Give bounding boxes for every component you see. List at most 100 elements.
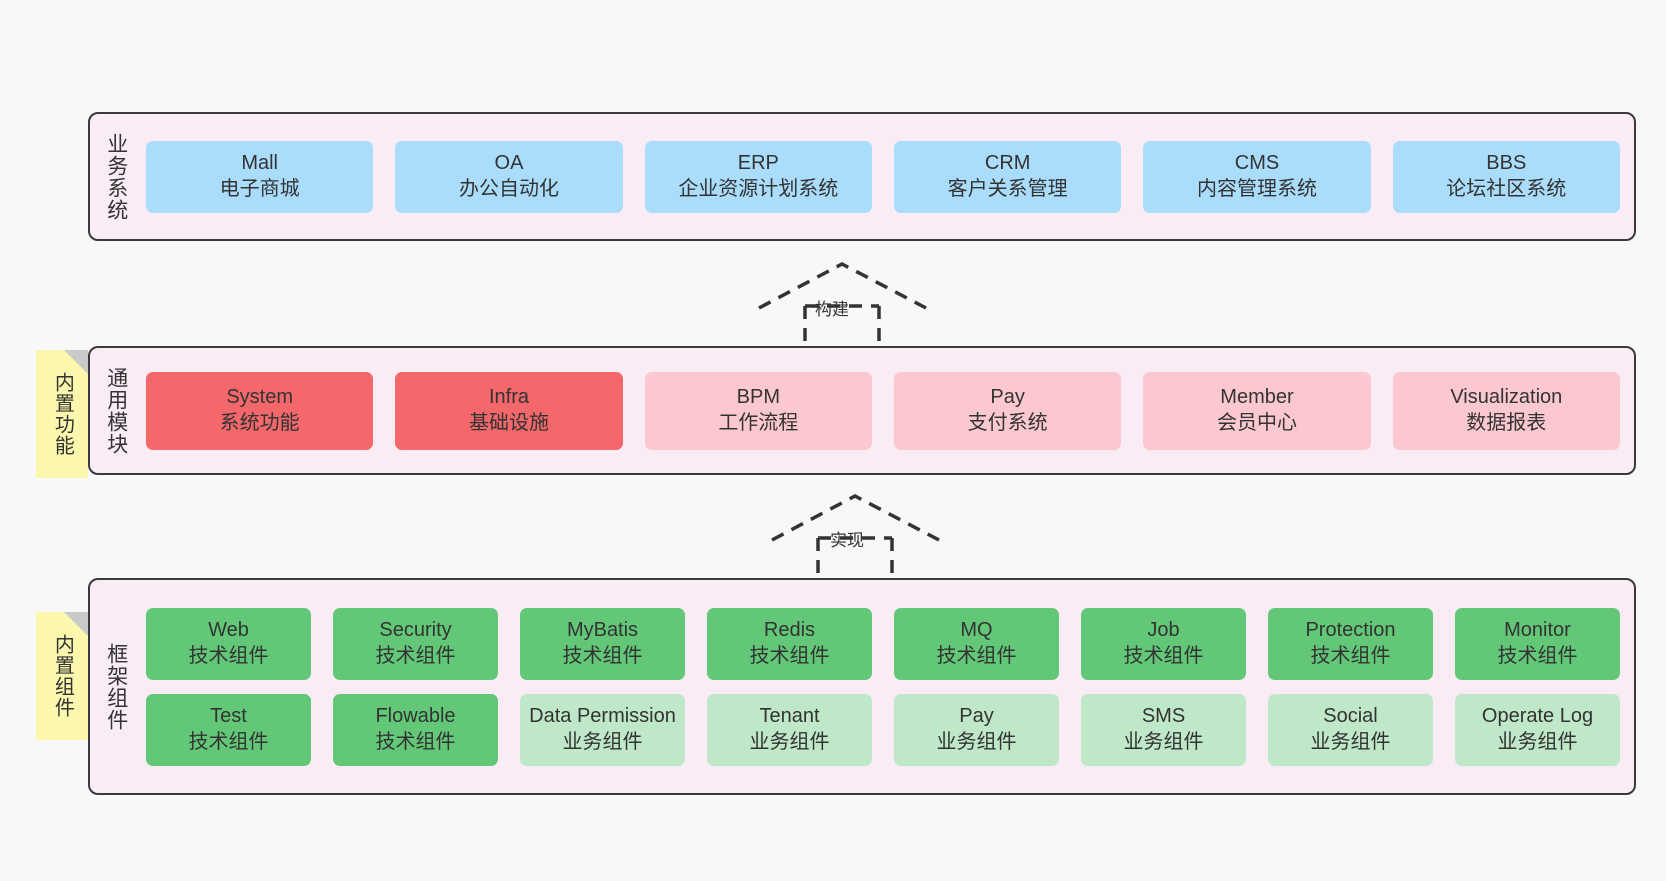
arrow-head-triangle-build (758, 262, 927, 310)
card-subtitle: 基础设施 (468, 411, 549, 434)
card-title: ERP (737, 151, 779, 174)
card-subtitle: 技术组件 (936, 644, 1017, 667)
card-bbs[interactable]: BBS 论坛社区系统 (1392, 140, 1620, 213)
card-web[interactable]: Web 技术组件 (146, 607, 311, 680)
card-subtitle: 技术组件 (1497, 644, 1578, 667)
card-bpm[interactable]: BPM 工作流程 (644, 371, 872, 450)
card-title: Job (1147, 618, 1180, 641)
card-title: BBS (1486, 151, 1527, 174)
card-title: Flowable (375, 704, 456, 727)
card-operate-log[interactable]: Operate Log 业务组件 (1455, 693, 1620, 766)
card-title: Protection (1305, 618, 1396, 641)
card-subtitle: 会员中心 (1216, 411, 1297, 434)
page-fold-icon (64, 612, 88, 636)
card-subtitle: 技术组件 (749, 644, 830, 667)
card-subtitle: 电子商城 (219, 177, 300, 200)
card-subtitle: 技术组件 (1310, 644, 1391, 667)
note-builtin-components: 内置组件 (36, 612, 88, 740)
card-visualization[interactable]: Visualization 数据报表 (1392, 371, 1620, 450)
card-subtitle: 业务组件 (1123, 730, 1204, 753)
card-title: Test (210, 704, 247, 727)
card-sms[interactable]: SMS 业务组件 (1081, 693, 1246, 766)
card-subtitle: 业务组件 (1497, 730, 1578, 753)
card-subtitle: 技术组件 (188, 730, 269, 753)
card-member[interactable]: Member 会员中心 (1143, 371, 1371, 450)
card-pay[interactable]: Pay 业务组件 (894, 693, 1059, 766)
card-title: MyBatis (566, 618, 639, 641)
card-subtitle: 业务组件 (936, 730, 1017, 753)
card-title: Operate Log (1481, 704, 1594, 727)
connector-implement: 实现 (768, 490, 943, 580)
card-erp[interactable]: ERP 企业资源计划系统 (644, 140, 872, 213)
card-monitor[interactable]: Monitor 技术组件 (1455, 607, 1620, 680)
card-subtitle: 业务组件 (749, 730, 830, 753)
card-title: MQ (960, 618, 993, 641)
note-builtin-components-label: 内置组件 (51, 634, 74, 718)
card-subtitle: 系统功能 (219, 411, 300, 434)
card-subtitle: 业务组件 (1310, 730, 1391, 753)
layer-title-business-systems: 业务系统 (104, 132, 128, 221)
card-subtitle: 论坛社区系统 (1446, 177, 1567, 200)
card-subtitle: 工作流程 (718, 411, 799, 434)
card-title: Tenant (759, 704, 820, 727)
connector-build-label: 构建 (815, 300, 849, 319)
card-mall[interactable]: Mall 电子商城 (146, 140, 374, 213)
arrow-stem-implement (816, 536, 894, 580)
card-mybatis[interactable]: MyBatis 技术组件 (520, 607, 685, 680)
card-protection[interactable]: Protection 技术组件 (1268, 607, 1433, 680)
card-title: Visualization (1450, 385, 1563, 408)
layer-title-framework-components: 框架组件 (104, 642, 128, 731)
card-title: Member (1220, 385, 1294, 408)
card-subtitle: 技术组件 (1123, 644, 1204, 667)
card-tenant[interactable]: Tenant 业务组件 (707, 693, 872, 766)
page-fold-icon (64, 350, 88, 374)
card-mq[interactable]: MQ 技术组件 (894, 607, 1059, 680)
arrow-head-triangle-implement (771, 494, 940, 542)
card-title: CMS (1234, 151, 1280, 174)
card-title: Web (208, 618, 249, 641)
card-subtitle: 技术组件 (188, 644, 269, 667)
card-subtitle: 技术组件 (562, 644, 643, 667)
card-title: BPM (736, 385, 780, 408)
card-title: SMS (1141, 704, 1186, 727)
card-subtitle: 企业资源计划系统 (678, 177, 839, 200)
card-subtitle: 客户关系管理 (947, 177, 1068, 200)
card-title: Pay (959, 704, 994, 727)
card-job[interactable]: Job 技术组件 (1081, 607, 1246, 680)
card-subtitle: 支付系统 (967, 411, 1048, 434)
card-title: OA (494, 151, 524, 174)
card-title: Pay (990, 385, 1025, 408)
card-title: Mall (241, 151, 278, 174)
connector-implement-label: 实现 (830, 531, 864, 550)
card-title: Monitor (1504, 618, 1571, 641)
layer-title-common-modules: 通用模块 (104, 366, 128, 455)
card-subtitle: 数据报表 (1466, 411, 1547, 434)
note-builtin-features-label: 内置功能 (51, 372, 74, 456)
card-pay[interactable]: Pay 支付系统 (893, 371, 1122, 450)
card-subtitle: 业务组件 (562, 730, 643, 753)
note-builtin-features: 内置功能 (36, 350, 88, 478)
card-test[interactable]: Test 技术组件 (146, 693, 311, 766)
arrow-stem-build (803, 304, 881, 348)
